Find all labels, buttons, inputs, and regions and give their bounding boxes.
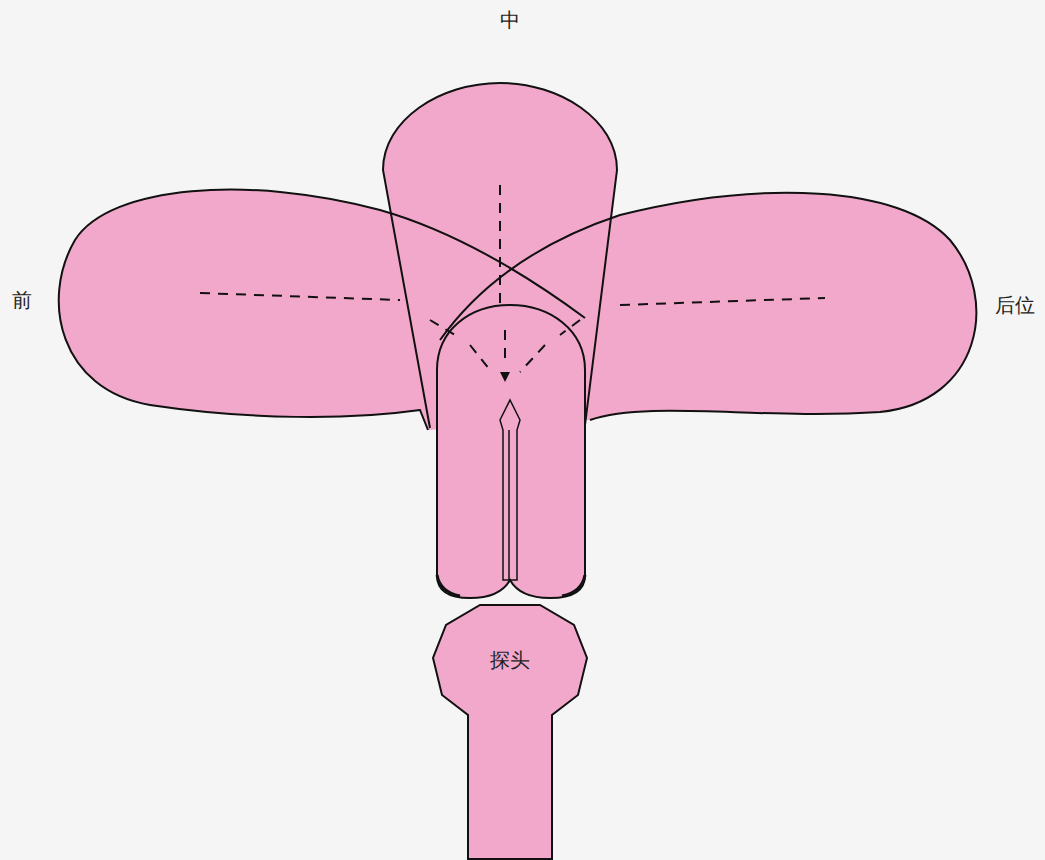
position-label: 后位 [995,295,1035,315]
probe-shape: 探头 [432,603,588,860]
position-label: 中 [500,10,520,30]
probe-label: 探头 [490,650,530,670]
position-label: 前 [12,290,32,310]
probe-outline [432,603,588,860]
